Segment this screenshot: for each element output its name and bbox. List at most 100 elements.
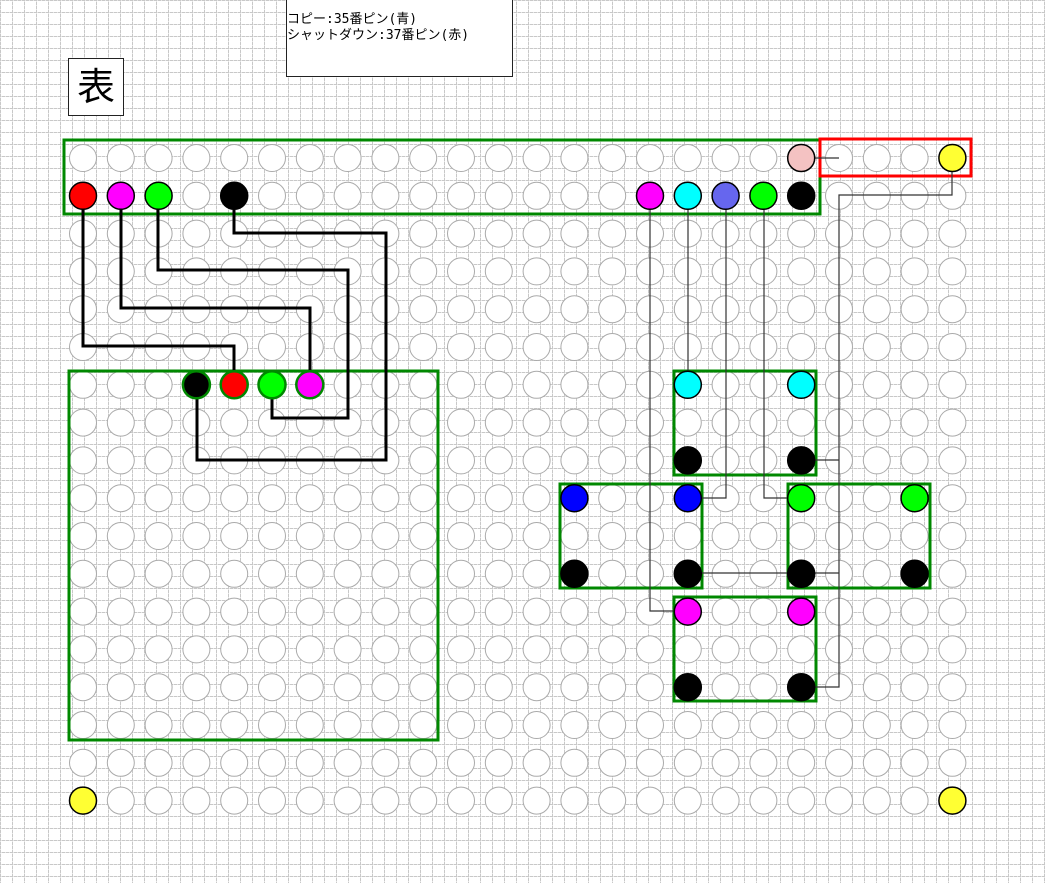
hole — [938, 711, 967, 739]
hole — [409, 446, 438, 475]
hole — [862, 408, 891, 437]
hole — [182, 597, 211, 626]
hole — [560, 635, 589, 664]
hole — [598, 748, 627, 777]
hole — [484, 597, 513, 626]
hole — [711, 522, 740, 550]
hole — [447, 219, 475, 248]
wire-thin — [802, 158, 953, 688]
hole — [938, 559, 967, 588]
hole — [409, 484, 438, 513]
hole — [900, 748, 929, 777]
hole — [560, 181, 589, 210]
hole — [900, 446, 929, 475]
hole — [560, 711, 589, 739]
hole — [69, 522, 97, 550]
hole — [598, 333, 627, 361]
hole — [711, 711, 740, 739]
hole — [220, 711, 249, 739]
hole — [333, 181, 362, 210]
hole — [598, 597, 627, 626]
hole — [560, 144, 589, 172]
hole — [144, 673, 173, 702]
hole — [522, 597, 551, 626]
hole — [106, 635, 135, 664]
hole — [636, 635, 664, 664]
hole — [69, 559, 97, 588]
hole — [371, 597, 400, 626]
hole — [106, 597, 135, 626]
hole — [862, 144, 891, 172]
hole — [447, 181, 475, 210]
hole — [560, 597, 589, 626]
hole — [295, 711, 324, 739]
hole — [409, 711, 438, 739]
switch2-pin-blue-a — [560, 483, 589, 513]
hole — [144, 446, 173, 475]
switch4-pin-magenta-b — [786, 597, 816, 626]
switch-outline-1 — [672, 369, 818, 477]
hole — [938, 408, 967, 437]
hole — [409, 559, 438, 588]
hole — [295, 559, 324, 588]
hole — [900, 673, 929, 702]
hole — [560, 522, 589, 550]
hole — [69, 484, 97, 513]
side-label: 表 — [68, 58, 124, 116]
hole — [447, 333, 475, 361]
hole — [295, 786, 324, 815]
hole — [598, 446, 627, 475]
hole — [673, 522, 702, 550]
hole — [825, 711, 853, 739]
switch-outline-3 — [786, 482, 932, 590]
hole — [900, 181, 929, 210]
hole — [900, 257, 929, 286]
hole — [560, 748, 589, 777]
hole — [333, 144, 362, 172]
hole — [560, 786, 589, 815]
hole — [749, 522, 778, 550]
hole — [409, 408, 438, 437]
header-pin-pink — [786, 143, 816, 173]
hole — [522, 484, 551, 513]
hole — [711, 635, 740, 664]
hole — [484, 295, 513, 324]
hole — [673, 711, 702, 739]
hole — [938, 333, 967, 361]
hole — [409, 748, 438, 777]
hole — [295, 144, 324, 172]
hole — [371, 144, 400, 172]
hole — [636, 786, 664, 815]
hole — [711, 786, 740, 815]
hole — [636, 673, 664, 702]
hole — [409, 635, 438, 664]
hole — [938, 673, 967, 702]
hole — [182, 748, 211, 777]
hole — [295, 597, 324, 626]
hole — [673, 635, 702, 664]
hole — [522, 408, 551, 437]
hole — [258, 635, 286, 664]
hole — [106, 786, 135, 815]
hole — [220, 597, 249, 626]
hole — [749, 144, 778, 172]
switch1-pin-black-a — [673, 446, 703, 475]
hole — [371, 484, 400, 513]
switch4-pin-black-a — [673, 672, 703, 702]
hole — [333, 522, 362, 550]
hole — [522, 748, 551, 777]
hole — [560, 446, 589, 475]
hole — [673, 408, 702, 437]
hole — [598, 181, 627, 210]
header-pin-blue — [711, 181, 740, 211]
hole — [258, 559, 286, 588]
hole — [333, 748, 362, 777]
hole — [258, 786, 286, 815]
header-pin-magenta — [106, 181, 136, 211]
hole — [220, 635, 249, 664]
hole — [447, 370, 475, 399]
wire-thick — [156, 195, 350, 420]
hole — [560, 333, 589, 361]
hole — [787, 786, 816, 815]
hole — [447, 522, 475, 550]
